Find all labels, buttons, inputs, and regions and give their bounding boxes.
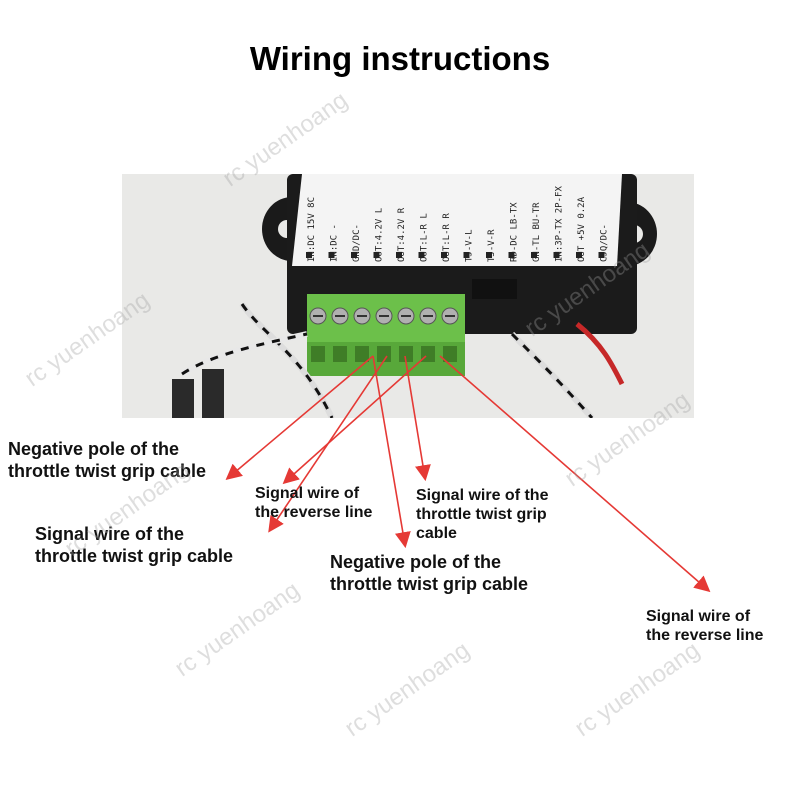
connector: [202, 369, 224, 418]
pin-label: OUT:4.2V R: [397, 207, 407, 262]
label-negative-pole-left: Negative pole of the throttle twist grip…: [8, 439, 207, 481]
pin-label: OUT:L-R L: [420, 213, 430, 262]
arrow-sig-reverse-mid: [282, 355, 427, 485]
pin-labels: IN:DC 15V 8C IN:DC - GND/DC- OUT:4.2V L OUT:…: [306, 186, 610, 262]
arrow-sig-reverse-right: [439, 355, 711, 593]
arrow-sig-throttle-right: [404, 355, 431, 482]
module-illustration: IN:DC 15V 8C IN:DC - GND/DC- OUT:4.2V L OUT:…: [122, 174, 694, 418]
page-title: Wiring instructions: [249, 40, 551, 77]
pin-label: TJ-V-L: [465, 229, 475, 262]
label-panel: [292, 174, 622, 266]
pin-label: RD-DC LB-TX: [510, 202, 520, 262]
pin-label: OUT:4.2V L: [375, 208, 385, 262]
arrow-neg-mid: [372, 355, 411, 549]
pin-label: OUT:L-R R: [442, 213, 452, 262]
pin-label: GND/DC-: [352, 224, 362, 262]
label-signal-reverse-mid: Signal wire of the reverse line: [255, 485, 373, 521]
connector: [172, 379, 194, 418]
pin-label: IN:3P-TX 2P-FX: [555, 186, 565, 262]
label-negative-pole-mid: Negative pole of the throttle twist grip…: [330, 552, 529, 594]
pin-label: CJQ/DC-: [600, 224, 610, 262]
label-signal-throttle-right: Signal wire of the throttle twist grip c…: [416, 487, 549, 542]
pin-label: TJ-V-R: [487, 229, 497, 262]
pin-label: GN-TL BU-TR: [532, 202, 542, 262]
pin-label: IN:DC -: [330, 224, 340, 262]
arrow-neg-left: [225, 355, 374, 481]
label-signal-reverse-right: Signal wire of the reverse line: [646, 608, 764, 644]
pin-label: OUT +5V 0.2A: [577, 196, 587, 262]
pin-label: IN:DC 15V 8C: [307, 197, 317, 262]
module-photo: IN:DC 15V 8C IN:DC - GND/DC- OUT:4.2V L OUT:…: [122, 174, 694, 418]
label-signal-throttle-left: Signal wire of the throttle twist grip c…: [35, 524, 234, 566]
